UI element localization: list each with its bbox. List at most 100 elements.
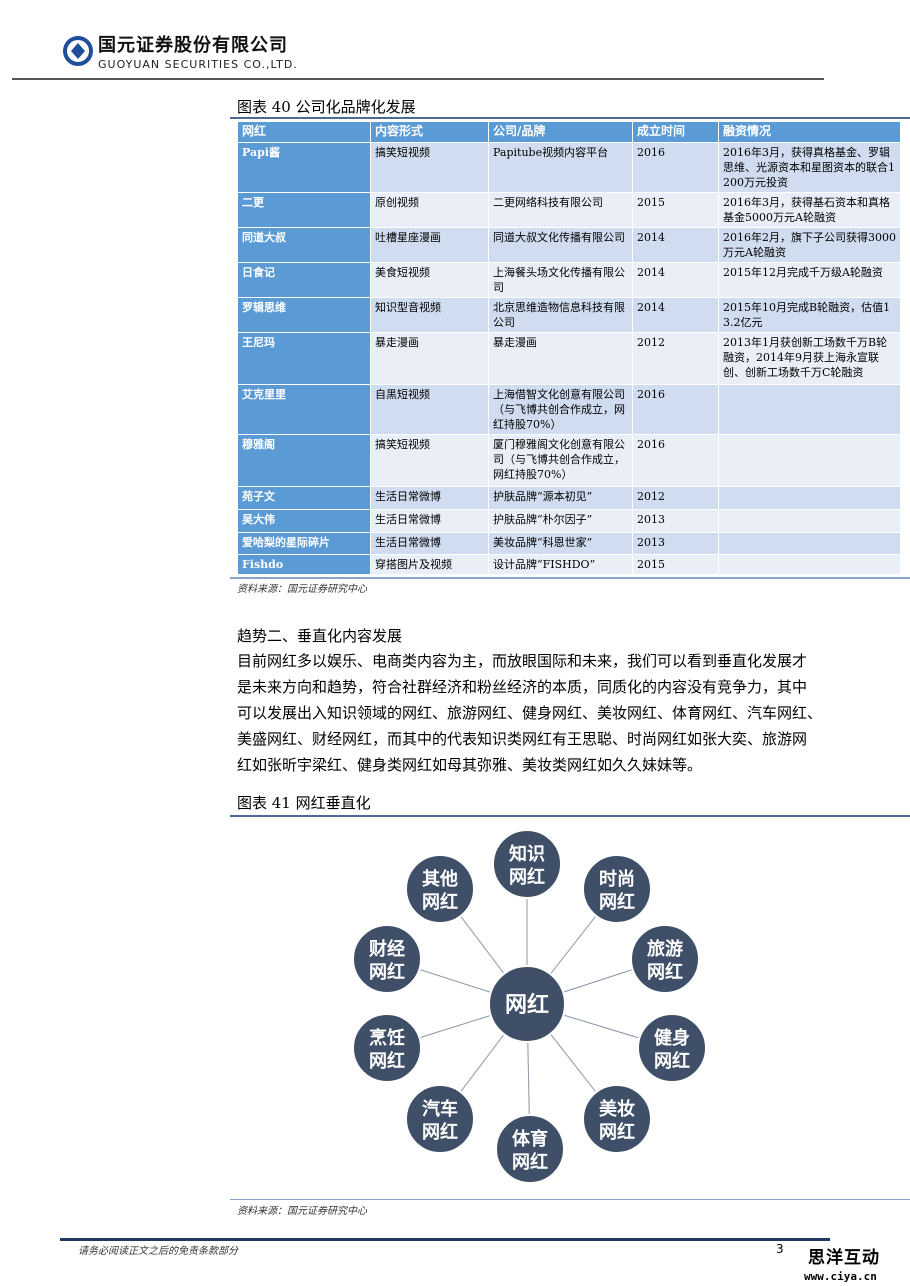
figure-40-rule [230,117,910,119]
paragraph-line: 可以发展出入知识领域的网红、旅游网红、健身网红、美妆网红、体育网红、汽车网红、 [237,704,823,722]
influencer-cell: 吴大伟 [237,509,371,533]
category-node [630,924,700,994]
table-row: 苑子文生活日常微博护肤品牌“源本初见”2012 [237,486,901,510]
founded-cell: 2016 [632,142,719,193]
influencer-cell: 二更 [237,192,371,228]
funding-cell: 2016年2月，旗下子公司获得3000万元A轮融资 [718,227,901,263]
category-node-label: 网红 [512,1151,548,1173]
company-cell: 美妆品牌“科恩世家” [488,532,633,555]
content-type-cell: 生活日常微博 [370,532,489,555]
content-type-cell: 美食短视频 [370,262,489,298]
category-node-label: 知识 [509,843,545,865]
company-cell: 同道大叔文化传播有限公司 [488,227,633,263]
figure-40-title: 图表 40 公司化品牌化发展 [237,98,416,116]
category-node-label: 网红 [422,891,458,913]
table-header-row: 网红 内容形式 公司/品牌 成立时间 融资情况 [237,121,901,143]
category-node [637,1013,707,1083]
funding-cell: 2015年10月完成B轮融资，估值13.2亿元 [718,297,901,333]
paragraph-line: 是未来方向和趋势，符合社群经济和粉丝经济的本质，同质化的内容没有竞争力，其中 [237,678,808,696]
founded-cell: 2012 [632,332,719,385]
watermark-name: 思洋互动 [808,1248,880,1268]
category-node [352,1013,422,1083]
category-node-label: 网红 [599,1121,635,1143]
category-node-label: 汽车 [422,1098,458,1120]
company-cell: 厦门穆雅阁文化创意有限公司（与飞博共创合作成立，网红持股70%） [488,434,633,487]
content-type-cell: 搞笑短视频 [370,142,489,193]
category-node [405,1084,475,1154]
company-name-en: GUOYUAN SECURITIES CO.,LTD. [98,58,298,71]
influencer-cell: Fishdo [237,554,371,575]
funding-cell: 2016年3月，获得基石资本和真格基金5000万元A轮融资 [718,192,901,228]
column-header: 成立时间 [632,121,719,143]
content-type-cell: 吐槽星座漫画 [370,227,489,263]
content-type-cell: 搞笑短视频 [370,434,489,487]
funding-cell: 2016年3月，获得真格基金、罗辑思维、光源资本和星图资本的联合1200万元投资 [718,142,901,193]
company-name-cn: 国元证券股份有限公司 [98,35,288,56]
category-node-label: 财经 [369,938,405,960]
company-cell: 护肤品牌“朴尔因子” [488,509,633,533]
content-type-cell: 原创视频 [370,192,489,228]
section-heading: 趋势二、垂直化内容发展 [237,627,403,645]
figure-41-title: 图表 41 网红垂直化 [237,794,371,812]
figure-41-bottom-rule [230,1199,910,1200]
funding-cell [718,532,901,555]
category-node-label: 网红 [509,866,545,888]
founded-cell: 2012 [632,486,719,510]
paragraph-line: 红如张昕宇梁红、健身类网红如母其弥雅、美妆类网红如久久妹妹等。 [237,756,703,774]
funding-cell [718,554,901,575]
center-node-label: 网红 [505,992,549,1018]
center-node [488,965,566,1043]
influencer-cell: 日食记 [237,262,371,298]
content-type-cell: 生活日常微博 [370,509,489,533]
influencer-cell: 爱哈梨的星际碎片 [237,532,371,555]
table-row: 艾克里里自黑短视频上海借智文化创意有限公司（与飞博共创合作成立，网红持股70%）… [237,384,901,435]
body-paragraph: 目前网红多以娱乐、电商类内容为主，而放眼国际和未来，我们可以看到垂直化发展才 是… [230,648,910,778]
category-node [582,1084,652,1154]
category-node-label: 旅游 [647,938,683,960]
founded-cell: 2014 [632,262,719,298]
category-node [495,1114,565,1184]
paragraph-line: 美盛网红、财经网红，而其中的代表知识类网红有王思聪、时尚网红如张大奕、旅游网 [237,730,808,748]
table-bottom-rule [230,577,910,579]
founded-cell: 2013 [632,509,719,533]
category-node-label: 时尚 [599,868,635,890]
funding-cell [718,384,901,435]
category-node [352,924,422,994]
category-node-label: 网红 [369,961,405,983]
footer-disclaimer: 请务必阅读正文之后的免责条款部分 [78,1246,238,1257]
influencer-cell: 苑子文 [237,486,371,510]
footer-divider [60,1238,830,1241]
founded-cell: 2016 [632,434,719,487]
category-node [582,854,652,924]
company-cell: 北京思维造物信息科技有限公司 [488,297,633,333]
main-content: 图表 40 公司化品牌化发展 网红 内容形式 公司/品牌 成立时间 融资情况 P… [230,97,910,1219]
category-node-label: 网红 [369,1050,405,1072]
figure-40-source: 资料来源：国元证券研究中心 [237,584,367,595]
category-node-label: 体育 [512,1128,548,1150]
influencer-cell: 王尼玛 [237,332,371,385]
category-node-label: 健身 [654,1027,690,1049]
content-type-cell: 自黑短视频 [370,384,489,435]
founded-cell: 2014 [632,227,719,263]
page-number: 3 [776,1242,784,1256]
influencer-cell: 罗辑思维 [237,297,371,333]
founded-cell: 2015 [632,554,719,575]
funding-cell: 2013年1月获创新工场数千万B轮融资，2014年9月获上海永宣联创、创新工场数… [718,332,901,385]
funding-cell [718,434,901,487]
category-node-label: 网红 [599,891,635,913]
company-cell: 上海借智文化创意有限公司（与飞博共创合作成立，网红持股70%） [488,384,633,435]
category-node-label: 烹饪 [369,1027,405,1049]
figure-41-rule [230,815,910,817]
figure-41-source: 资料来源：国元证券研究中心 [237,1206,367,1217]
category-node-label: 网红 [654,1050,690,1072]
company-cell: Papitube视频内容平台 [488,142,633,193]
